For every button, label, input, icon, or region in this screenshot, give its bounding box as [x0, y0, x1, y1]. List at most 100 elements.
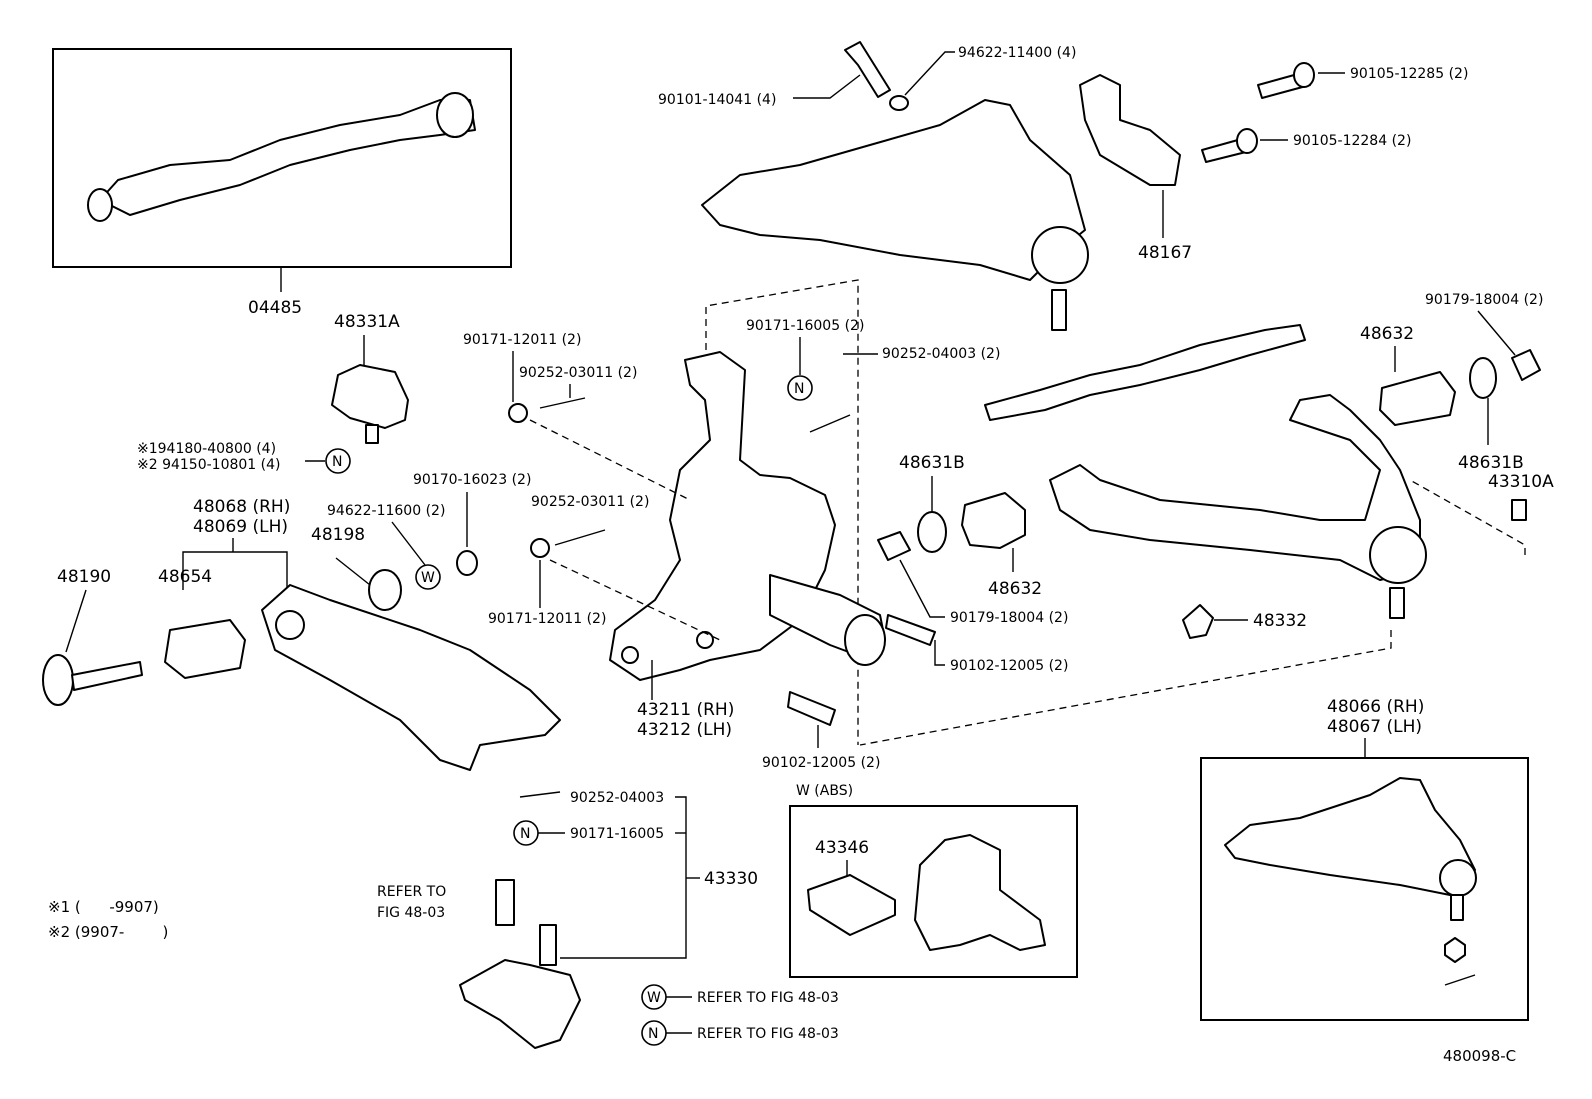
- refer-label: REFER TO FIG 48-03: [697, 1026, 839, 1042]
- part-number-label: 43330: [704, 869, 758, 889]
- ball-joint-stud: [1051, 289, 1067, 331]
- bolt-90179: [877, 531, 911, 561]
- ball-joint-stud: [1389, 587, 1405, 619]
- ball-joint: [1031, 226, 1089, 284]
- part-number-label: 90101-14041 (4): [658, 92, 776, 108]
- part-number-label: 48066 (RH): [1327, 697, 1424, 717]
- leader-line: [793, 74, 861, 99]
- part-number-label: 90179-18004 (2): [950, 610, 1068, 626]
- bolt-90101: [844, 41, 891, 98]
- lower-arm-part: [261, 584, 561, 771]
- part-number-label: 04485: [248, 298, 302, 318]
- part-number-label: 48632: [988, 579, 1042, 599]
- n-symbol-letter: N: [794, 381, 804, 397]
- nut-icon: [1444, 937, 1466, 963]
- diagram-id: 480098-C: [1443, 1047, 1516, 1065]
- washer-48631b: [917, 511, 947, 553]
- n-symbol-icon: [325, 448, 351, 474]
- washer-48198: [368, 569, 402, 611]
- part-number-label: 48632: [1360, 324, 1414, 344]
- bushing-48632: [1379, 371, 1456, 426]
- bolt-90179: [1511, 349, 1541, 381]
- dashed-guide-line: [1409, 479, 1526, 555]
- leader-line: [899, 559, 945, 618]
- part-number-label: 90171-12011 (2): [488, 611, 606, 627]
- w-symbol-letter: W: [421, 570, 435, 586]
- abs-box-group: W (ABS) 43346: [789, 783, 1078, 978]
- w-symbol-letter: W: [647, 990, 661, 1006]
- part-number-label: 48631B: [899, 453, 965, 473]
- cotter-pin: [1444, 974, 1476, 986]
- cotter-pin: [539, 397, 586, 409]
- lower-arm-bushing-hole: [275, 610, 305, 640]
- dashed-guide-line: [549, 559, 721, 641]
- nut-90171: [530, 538, 550, 558]
- part-number-label: 48631B: [1458, 453, 1524, 473]
- part-number-label: 90171-16005: [570, 826, 664, 842]
- abs-sensor-plate: [807, 874, 896, 936]
- part-number-label: 90102-12005 (2): [762, 755, 880, 771]
- leader-line: [904, 51, 955, 96]
- part-number-label: 90252-04003 (2): [882, 346, 1000, 362]
- steering-knuckle-group: 43211 (RH) 43212 (LH): [529, 279, 886, 745]
- refer-label: REFER TO FIG 48-03: [697, 990, 839, 1006]
- part-number-label: 90179-18004 (2): [1425, 292, 1543, 308]
- ball-joint-stud: [1450, 894, 1464, 921]
- leader-line: [1477, 310, 1516, 356]
- n-symbol-letter: N: [648, 1026, 658, 1042]
- leader-line: [934, 640, 945, 666]
- leader-line: [182, 551, 288, 590]
- bushing-part: [331, 364, 409, 429]
- abs-box: [789, 805, 1078, 978]
- n-symbol-letter: N: [520, 826, 530, 842]
- cotter-pin: [809, 414, 851, 433]
- part-number-label: 90171-12011 (2): [463, 332, 581, 348]
- bolt-refer: [495, 879, 515, 926]
- cotter-pin: [519, 791, 561, 798]
- part-number-label: 43211 (RH): [637, 700, 734, 720]
- part-number-label: 90252-03011 (2): [531, 494, 649, 510]
- ball-joint: [1369, 526, 1427, 584]
- cotter-pin: [554, 529, 606, 546]
- bolt-43310a: [1511, 499, 1527, 521]
- bolt-48190-shaft: [71, 661, 143, 691]
- n-symbol-letter: N: [332, 454, 342, 470]
- part-number-label: ※2 94150-10801 (4): [137, 457, 281, 473]
- stabilizer-link-part: [99, 99, 476, 216]
- upper-arm-assy-part: [1224, 777, 1476, 896]
- part-number-label: 48332: [1253, 611, 1307, 631]
- lower-arm-group: 48068 (RH) 48069 (LH) 48198 48190 48654: [42, 497, 561, 771]
- part-number-label: 90170-16023 (2): [413, 472, 531, 488]
- footnote: ※1 ( -9907): [48, 898, 159, 916]
- part-number-label: 90102-12005 (2): [950, 658, 1068, 674]
- ball-joint-43330-group: 90252-04003 N 90171-16005 43330 REFER TO…: [377, 790, 839, 1049]
- bolt-head: [1293, 62, 1315, 88]
- part-number-label: ※194180-40800 (4): [137, 441, 276, 457]
- part-number-label: 48067 (LH): [1327, 717, 1422, 737]
- washer-48631b: [1469, 357, 1497, 399]
- part-number-label: 94622-11600 (2): [327, 503, 445, 519]
- upper-arm-assy-box: [1200, 757, 1529, 1021]
- bracket-48167: [1079, 74, 1181, 186]
- part-number-label: 48198: [311, 525, 365, 545]
- abs-knuckle: [914, 834, 1046, 951]
- part-number-label: 48654: [158, 567, 212, 587]
- bushing-48331a-group: 48331A: [331, 312, 409, 444]
- bolt-90102: [885, 614, 936, 646]
- stabilizer-link-end: [87, 188, 113, 222]
- ball-joint-stud: [539, 924, 557, 966]
- part-number-label: 48190: [57, 567, 111, 587]
- n-symbol-icon: [787, 375, 813, 401]
- part-number-label: 43346: [815, 838, 869, 858]
- upper-arm-part: [701, 99, 1086, 281]
- dashed-guide-line: [859, 630, 1392, 746]
- ball-joint: [1439, 859, 1477, 897]
- part-number-label: 90252-03011 (2): [519, 365, 637, 381]
- nut-90170: [456, 550, 478, 576]
- stabilizer-link-end: [436, 92, 474, 138]
- refer-label: REFER TO: [377, 884, 446, 900]
- bolt-48190-head: [42, 654, 74, 706]
- stabilizer-link-group: 04485: [52, 48, 512, 318]
